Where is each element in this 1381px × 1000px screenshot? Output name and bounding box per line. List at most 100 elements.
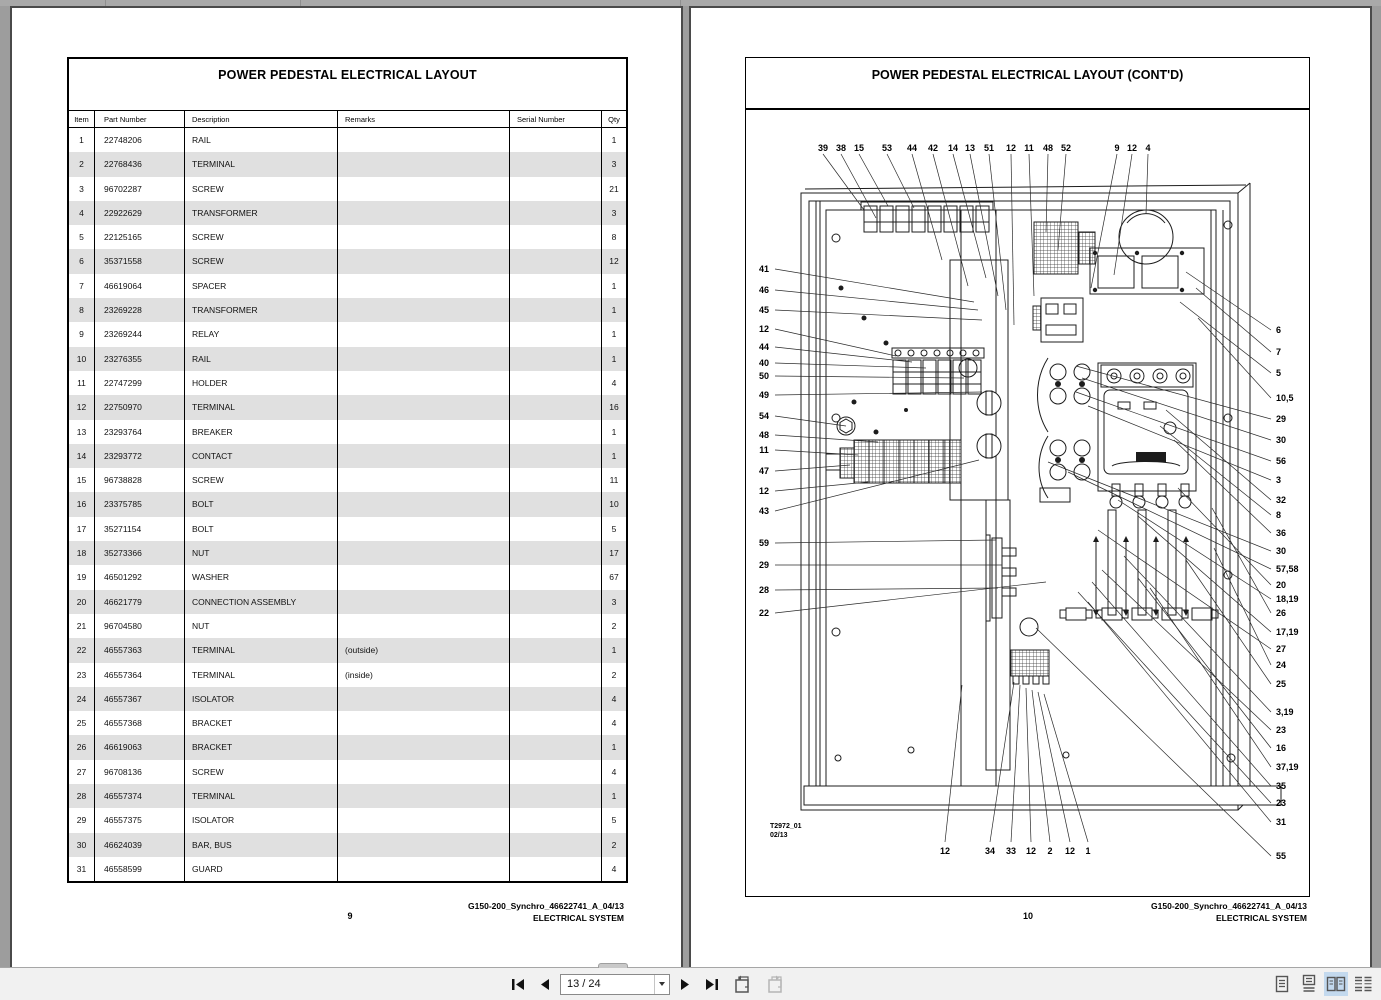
cabinet-enclosure — [800, 182, 1282, 811]
table-cell — [509, 468, 601, 493]
table-cell: 13 — [76, 426, 87, 437]
svg-text:25: 25 — [1276, 679, 1286, 689]
table-cell: 46557368 — [94, 711, 184, 736]
two-page-view-icon — [1326, 976, 1346, 992]
table-cell: 46557367 — [94, 686, 184, 712]
svg-text:36: 36 — [1276, 528, 1286, 538]
table-cell: 46501292 — [94, 565, 184, 590]
table-cell: 29 — [76, 815, 87, 826]
svg-text:3: 3 — [1276, 475, 1281, 485]
table-cell: 35271154 — [94, 516, 184, 542]
previous-view-icon — [735, 975, 749, 993]
svg-text:5: 5 — [1276, 368, 1281, 378]
table-cell: TERMINAL — [184, 662, 337, 687]
table-cell: 23269244 — [94, 322, 184, 347]
table-cell — [337, 370, 509, 396]
svg-text:45: 45 — [759, 305, 769, 315]
svg-text:57,58: 57,58 — [1276, 564, 1299, 574]
table-cell: RAIL — [184, 346, 337, 371]
table-cell — [509, 273, 601, 299]
table-cell: 23 — [76, 669, 87, 680]
table-cell: BREAKER — [184, 419, 337, 444]
table-cell: 9 — [79, 329, 84, 340]
single-page-view-button[interactable] — [1270, 972, 1294, 996]
next-view-icon — [768, 975, 782, 993]
two-page-continuous-view-button[interactable] — [1351, 972, 1375, 996]
next-page-button[interactable] — [677, 972, 694, 996]
table-cell — [509, 225, 601, 250]
previous-view-button[interactable] — [729, 972, 755, 996]
table-cell: 20 — [69, 589, 94, 614]
table-cell: 2 — [69, 152, 94, 177]
svg-text:33: 33 — [1006, 846, 1016, 856]
toolbar-grip[interactable] — [598, 963, 628, 968]
table-cell: 14 — [69, 443, 94, 469]
table-cell: 1 — [79, 135, 84, 145]
previous-page-button[interactable] — [536, 972, 553, 996]
table-cell: 96702287 — [94, 176, 184, 201]
table-cell: 3 — [79, 183, 84, 194]
svg-text:18,19: 18,19 — [1276, 594, 1299, 604]
table-cell: 4 — [601, 711, 626, 736]
first-page-button[interactable] — [508, 972, 529, 996]
table-cell: 8 — [601, 225, 626, 250]
table-cell — [337, 152, 509, 177]
table-cell — [509, 565, 601, 590]
column-header: Item — [69, 111, 94, 128]
table-cell — [337, 589, 509, 614]
table-cell: 2 — [601, 662, 626, 687]
combo-dropdown-arrow[interactable] — [654, 974, 669, 994]
diagram-title: POWER PEDESTAL ELECTRICAL LAYOUT (CONT'D… — [745, 57, 1310, 109]
svg-text:22: 22 — [759, 608, 769, 618]
two-page-view-button[interactable] — [1324, 972, 1348, 996]
table-cell: 8 — [69, 298, 94, 323]
table-cell: ISOLATOR — [184, 686, 337, 712]
table-cell: CONNECTION ASSEMBLY — [184, 589, 337, 614]
column-header: Description — [184, 111, 337, 128]
table-cell: 4 — [601, 759, 626, 785]
document-workspace: POWER PEDESTAL ELECTRICAL LAYOUT Item Pa… — [0, 6, 1381, 967]
table-cell: 28 — [69, 784, 94, 809]
table-cell: 19 — [76, 572, 87, 583]
svg-text:12: 12 — [940, 846, 950, 856]
din-channel — [949, 259, 1011, 771]
last-page-icon — [706, 978, 718, 990]
table-cell — [337, 711, 509, 736]
svg-text:12: 12 — [759, 486, 769, 496]
table-cell: ISOLATOR — [184, 808, 337, 833]
page-number-combo[interactable]: 13 / 24 — [560, 973, 670, 995]
svg-text:40: 40 — [759, 358, 769, 368]
page-navigation: 13 / 24 — [508, 972, 788, 996]
table-cell: 10 — [601, 492, 626, 517]
table-cell: 35273366 — [94, 541, 184, 566]
bus-rods — [1093, 536, 1189, 616]
svg-text:43: 43 — [759, 506, 769, 516]
last-page-button[interactable] — [701, 972, 722, 996]
svg-text:41: 41 — [759, 264, 769, 274]
two-page-continuous-view-icon — [1355, 976, 1372, 992]
table-cell: 23375785 — [94, 492, 184, 517]
table-cell — [509, 298, 601, 323]
table-cell: 1 — [601, 638, 626, 663]
table-cell — [337, 273, 509, 299]
table-cell: 21 — [76, 620, 87, 631]
next-view-button[interactable] — [762, 972, 788, 996]
continuous-view-button[interactable] — [1297, 972, 1321, 996]
table-cell: 11 — [77, 377, 86, 388]
table-cell: 4 — [69, 200, 94, 226]
table-cell: BOLT — [184, 492, 337, 517]
table-cell — [509, 419, 601, 444]
svg-text:48: 48 — [759, 430, 769, 440]
